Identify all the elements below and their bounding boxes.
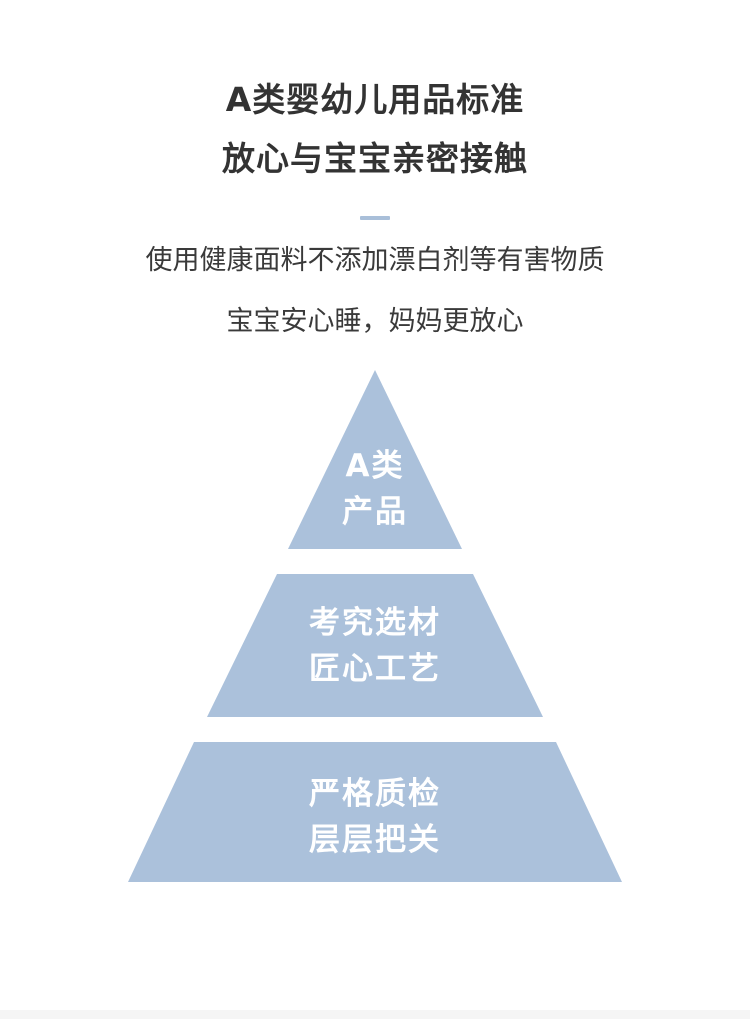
pyramid-tier-top xyxy=(288,370,462,549)
pyramid-tier-middle-label: 考究选材 匠心工艺 xyxy=(0,600,750,692)
pyramid-tier-bottom-label: 严格质检 层层把关 xyxy=(0,771,750,863)
tier-top-line-2: 产品 xyxy=(342,494,408,530)
pyramid-tier-bottom xyxy=(128,742,622,882)
subtitle-line-2: 宝宝安心睡，妈妈更放心 xyxy=(226,306,524,337)
tier-middle-line-1: 考究选材 xyxy=(309,605,441,641)
tier-middle-line-2: 匠心工艺 xyxy=(309,651,441,687)
tier-top-line-1: A类 xyxy=(345,448,405,484)
page-title-line-2: 放心与宝宝亲密接触 xyxy=(222,139,528,178)
pyramid-tier-top-label: A类 产品 xyxy=(0,443,750,535)
page-title-line-1: A类婴幼儿用品标准 xyxy=(225,80,525,119)
subtitle-line-1: 使用健康面料不添加漂白剂等有害物质 xyxy=(145,245,605,276)
title-divider xyxy=(360,216,390,220)
tier-bottom-line-1: 严格质检 xyxy=(309,776,441,812)
tier-bottom-line-2: 层层把关 xyxy=(309,822,441,858)
footer-strip xyxy=(0,1010,750,1019)
pyramid-tier-middle xyxy=(207,574,543,717)
